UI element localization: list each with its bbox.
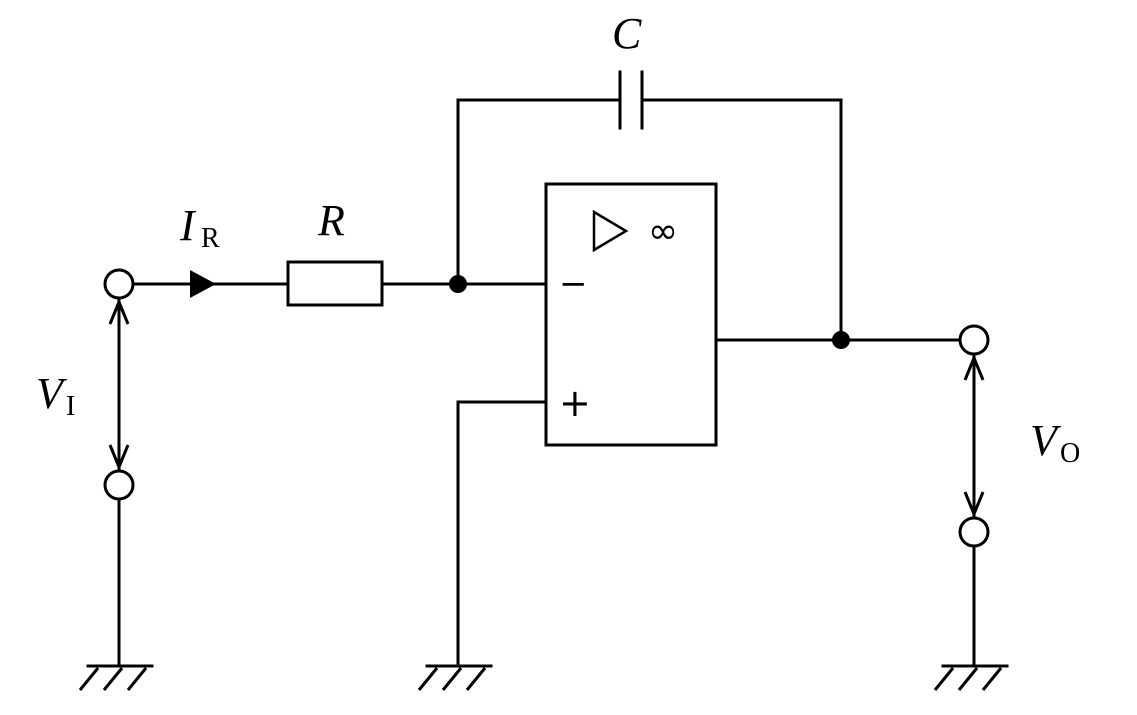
vout-arrow-icon — [963, 354, 985, 518]
current-label: I R — [179, 201, 220, 254]
inverting-input-sign: − — [559, 264, 588, 304]
vout-label: V O — [1030, 416, 1080, 469]
noninverting-input-sign: + — [559, 381, 591, 425]
opamp-body — [544, 182, 718, 447]
feedback-path — [456, 98, 843, 342]
output-terminal-bottom — [958, 516, 990, 548]
capacitor — [618, 70, 644, 130]
resistor — [286, 260, 384, 307]
current-arrow-icon — [190, 270, 216, 298]
svg-text:I: I — [66, 391, 75, 422]
opamp-gain-symbol: ∞ — [648, 211, 678, 252]
ground-icon-output — [933, 664, 1009, 691]
input-terminal-top — [103, 268, 135, 300]
vin-arrow-icon — [108, 298, 130, 471]
output-terminal-top — [958, 324, 990, 356]
junction-dot-input — [449, 275, 467, 293]
svg-text:O: O — [1060, 438, 1080, 469]
vin-label: V I — [36, 369, 75, 422]
noninverting-wire — [456, 400, 548, 668]
svg-text:V: V — [36, 369, 68, 418]
opamp-triangle-icon — [592, 209, 629, 253]
input-terminal-bottom — [103, 469, 135, 501]
svg-text:V: V — [1030, 416, 1062, 465]
capacitor-label: C — [612, 9, 642, 58]
ground-icon-input — [78, 664, 154, 691]
svg-text:I: I — [179, 201, 197, 250]
resistor-label: R — [317, 196, 345, 245]
ground-icon-opamp — [417, 664, 493, 691]
svg-text:R: R — [201, 223, 220, 254]
